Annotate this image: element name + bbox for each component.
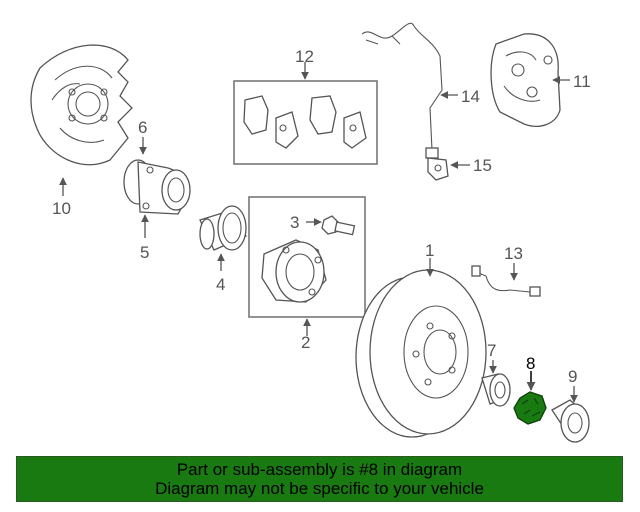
callout-7: 7: [487, 341, 496, 360]
part-11-brake-caliper[interactable]: [490, 33, 561, 127]
part-12-brake-pad-set[interactable]: [233, 80, 378, 165]
part-8-lock-nut-highlighted[interactable]: [513, 391, 547, 425]
part-9-grease-cap[interactable]: [551, 399, 590, 443]
part-15-speed-sensor[interactable]: [427, 157, 449, 181]
banner-line-1: Part or sub-assembly is #8 in diagram: [176, 460, 463, 479]
part-1-brake-rotor[interactable]: [355, 269, 487, 438]
callout-13: 13: [504, 244, 523, 263]
banner-line-2: Diagram may not be specific to your vehi…: [155, 479, 484, 498]
callout-10: 10: [52, 199, 71, 218]
part-3-hub-bolt[interactable]: [321, 215, 356, 236]
part-10-dust-shield[interactable]: [30, 44, 133, 166]
part-2-hub-assembly[interactable]: [248, 196, 366, 318]
part-7-spacer[interactable]: [481, 373, 511, 407]
callout-8: 8: [526, 354, 535, 373]
callout-3: 3: [290, 213, 299, 232]
part-13-brake-hose[interactable]: [471, 265, 541, 297]
parts-diagram: 10 6 5 4 12 14: [30, 22, 591, 443]
callout-4: 4: [216, 275, 225, 294]
callout-2: 2: [301, 333, 310, 352]
callout-15: 15: [473, 156, 492, 175]
callout-5: 5: [140, 243, 149, 262]
callout-12: 12: [295, 47, 314, 66]
callout-11: 11: [573, 72, 591, 91]
part-5-hub-flange[interactable]: [123, 159, 191, 215]
callout-6: 6: [138, 118, 147, 137]
callout-14: 14: [461, 87, 480, 106]
part-4-bearing[interactable]: [199, 205, 247, 251]
callout-1: 1: [425, 241, 434, 260]
part-14-abs-sensor-wire[interactable]: [361, 22, 443, 159]
callout-9: 9: [568, 367, 577, 386]
part-notice-banner: Part or sub-assembly is #8 in diagram Di…: [16, 456, 623, 502]
